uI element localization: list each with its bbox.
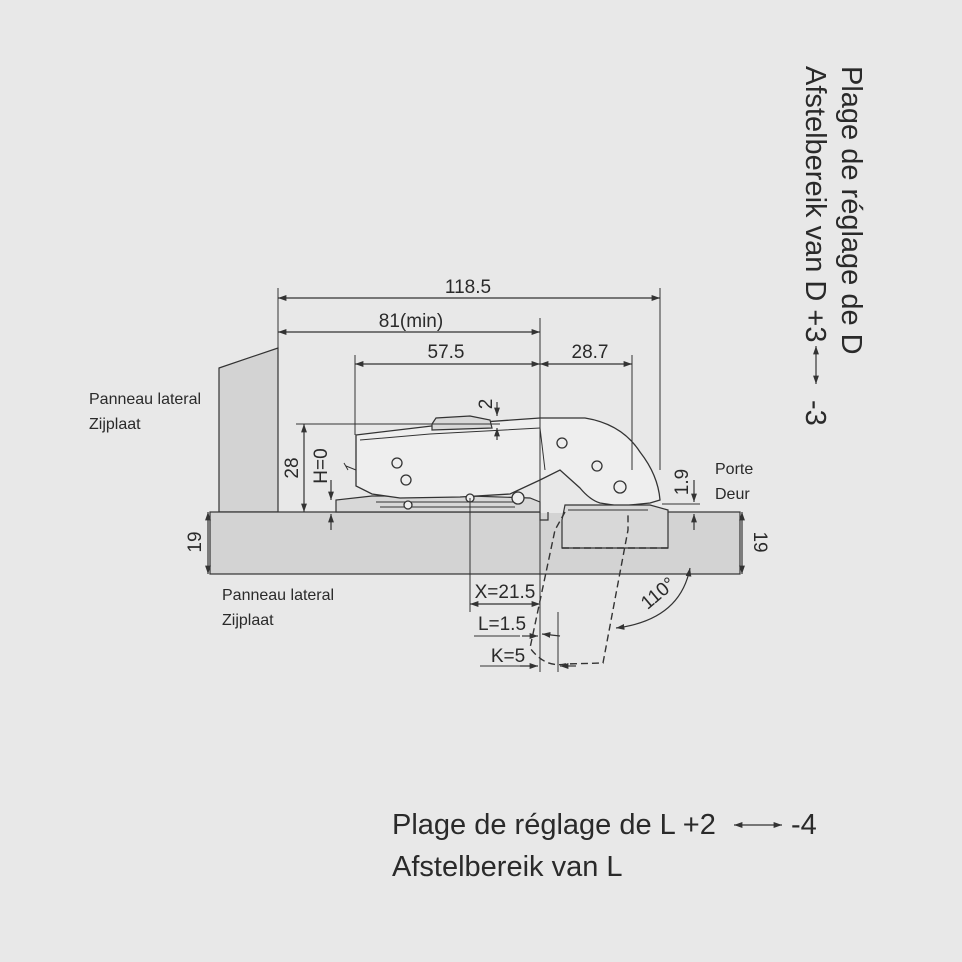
dim-height: 28 <box>282 457 303 478</box>
label-door-fr: Porte <box>715 461 753 478</box>
adjust-l-block: Plage de réglage de L +2 -4 Afstelbereik… <box>392 809 817 883</box>
dim-panel-left: 19 <box>185 531 206 552</box>
dim-l: L=1.5 <box>478 614 526 635</box>
dim-panel-right: 19 <box>749 531 770 552</box>
label-side-panel-top-nl: Zijplaat <box>89 416 141 433</box>
dim-overall: 118.5 <box>445 277 491 298</box>
open-door-outline <box>529 511 668 666</box>
dim-k: K=5 <box>491 646 525 667</box>
dim-x: X=21.5 <box>475 582 536 603</box>
dim-gap: 2 <box>476 399 497 410</box>
label-side-panel-bottom-fr: Panneau lateral <box>222 587 334 604</box>
dim-h-offset: H=0 <box>311 448 332 483</box>
adjust-l-line1: Plage de réglage de L +2 <box>392 809 716 841</box>
adjust-d-line2: Afstelbereik van D +3 <box>799 66 831 342</box>
dim-door-step: 1.9 <box>672 469 693 495</box>
dim-cup: 57.5 <box>428 342 465 363</box>
label-side-panel-bottom-nl: Zijplaat <box>222 612 274 629</box>
dim-arm: 28.7 <box>572 342 609 363</box>
hinge-body <box>335 415 669 549</box>
adjust-d-minus: -3 <box>799 400 831 426</box>
dim-min-width: 81(min) <box>379 311 443 332</box>
adjust-d-block: Plage de réglage de D Afstelbereik van D… <box>799 66 867 426</box>
label-door-nl: Deur <box>715 486 750 503</box>
label-side-panel-top-fr: Panneau lateral <box>89 391 201 408</box>
adjust-d-line1: Plage de réglage de D <box>835 66 867 355</box>
adjust-l-minus: -4 <box>791 809 817 841</box>
adjust-l-line2: Afstelbereik van L <box>392 851 623 883</box>
dimension-lines <box>205 288 745 672</box>
side-panel-upright <box>218 347 279 513</box>
dim-angle: 110° <box>637 574 680 614</box>
